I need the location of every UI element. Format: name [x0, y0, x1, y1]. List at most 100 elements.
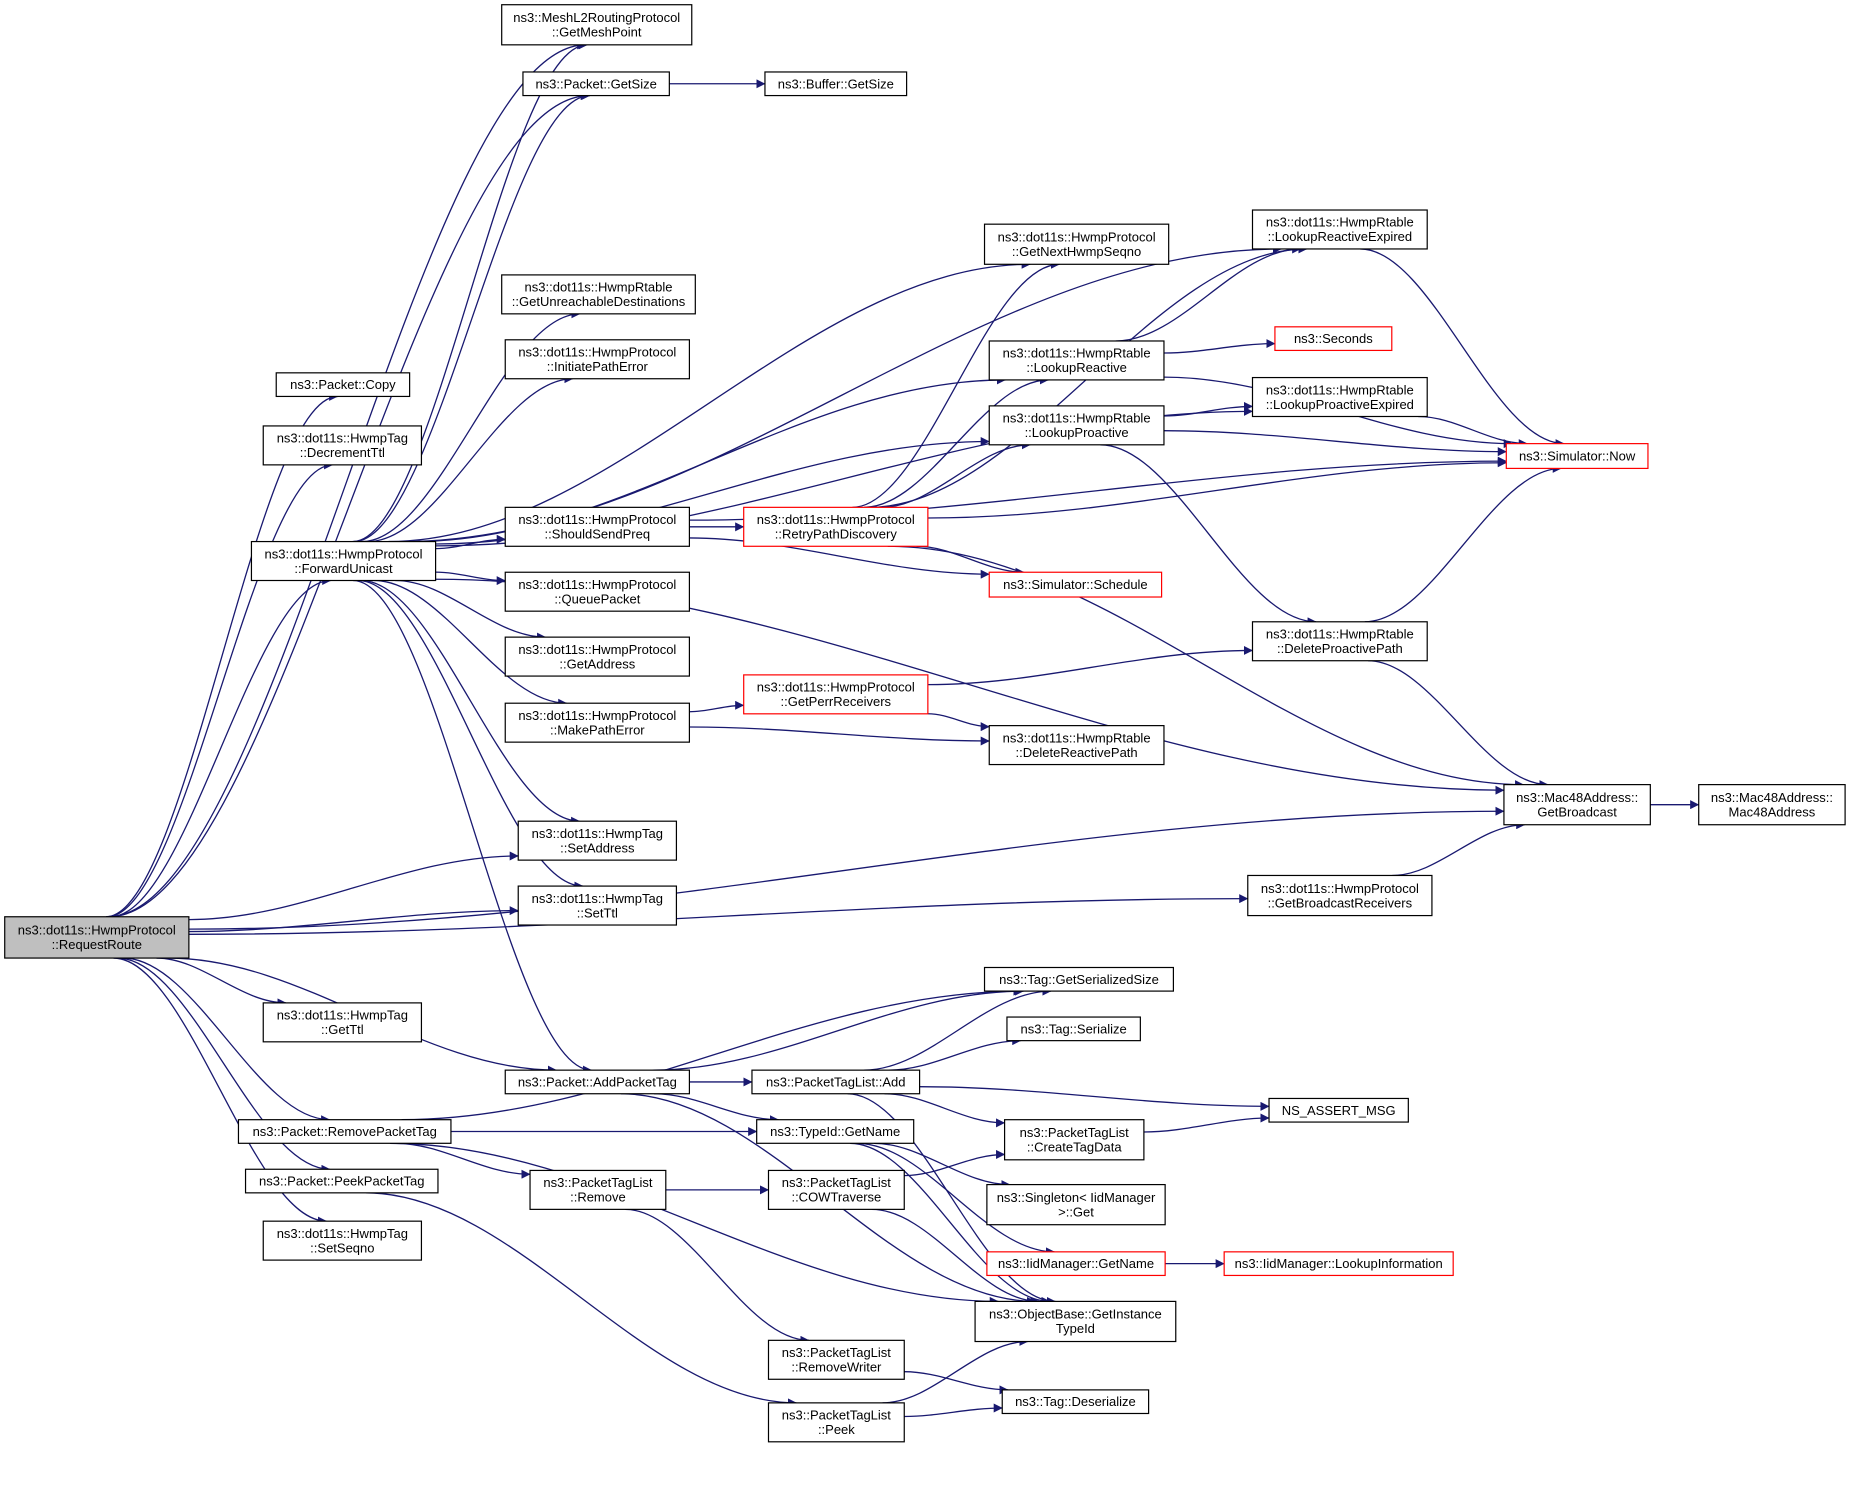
- edge-RemovePacketTag-to-TagGetSerializedSize: [401, 986, 1023, 1121]
- node-RemovePacketTag[interactable]: ns3::Packet::RemovePacketTag: [237, 1119, 452, 1144]
- node-box: [767, 1402, 905, 1443]
- node-SingletonGet[interactable]: ns3::Singleton< IidManager>::Get: [986, 1183, 1166, 1226]
- edge-TypeIdGetName-to-GetInstanceTypeId: [850, 1142, 1051, 1306]
- node-RemoveWriter[interactable]: ns3::PacketTagList::RemoveWriter: [767, 1339, 905, 1380]
- node-label: ns3::Packet::AddPacketTag: [518, 1074, 677, 1089]
- edge-MakePathError-to-DeleteReactivePath: [689, 726, 990, 746]
- node-label: ns3::dot11s::HwmpTag: [532, 826, 663, 841]
- edge-ForwardUnicast-to-SetTtl: [357, 579, 584, 891]
- node-QueuePacket[interactable]: ns3::dot11s::HwmpProtocol::QueuePacket: [504, 571, 691, 612]
- edge-COWTraverse-to-CreateTagData: [904, 1149, 1006, 1177]
- node-label: ::COWTraverse: [791, 1190, 881, 1205]
- node-label: ::LookupProactiveExpired: [1266, 397, 1414, 412]
- node-box: [1251, 376, 1428, 418]
- node-TagSerialize[interactable]: ns3::Tag::Serialize: [1006, 1016, 1141, 1042]
- node-label: ns3::PacketTagList::Add: [766, 1074, 905, 1089]
- node-label: ::Remove: [570, 1190, 626, 1205]
- node-ShouldSendPreq[interactable]: ns3::dot11s::HwmpProtocol::ShouldSendPre…: [504, 506, 691, 547]
- node-PacketTagListPeek[interactable]: ns3::PacketTagList::Peek: [767, 1402, 905, 1443]
- node-label: ns3::dot11s::HwmpProtocol: [518, 708, 676, 723]
- node-TypeIdGetName[interactable]: ns3::TypeId::GetName: [756, 1119, 915, 1144]
- node-PacketGetSize[interactable]: ns3::Packet::GetSize: [522, 71, 670, 97]
- node-label: ::DecrementTtl: [300, 445, 385, 460]
- edge-LookupProactive-to-LookupProactiveExpired: [1163, 401, 1253, 417]
- edge-RemoveWriter-to-TagDeserialize: [904, 1371, 1009, 1395]
- edge-GetBroadcastReceivers-to-GetBroadcast: [1392, 820, 1526, 877]
- node-SetAddress[interactable]: ns3::dot11s::HwmpTag::SetAddress: [517, 820, 678, 861]
- node-label: ns3::Tag::Deserialize: [1015, 1394, 1136, 1409]
- node-box: [504, 506, 691, 547]
- node-GetPerrReceivers[interactable]: ns3::dot11s::HwmpProtocol::GetPerrReceiv…: [743, 674, 929, 715]
- node-label: ns3::dot11s::HwmpRtable: [1266, 382, 1414, 397]
- node-SimulatorSchedule[interactable]: ns3::Simulator::Schedule: [988, 571, 1163, 598]
- node-LookupReactive[interactable]: ns3::dot11s::HwmpRtable::LookupReactive: [988, 340, 1165, 381]
- node-GetAddress[interactable]: ns3::dot11s::HwmpProtocol::GetAddress: [504, 636, 691, 677]
- node-label: ns3::Seconds: [1294, 331, 1373, 346]
- node-box: [262, 1220, 423, 1261]
- edge-LookupReactive-to-Seconds: [1163, 339, 1276, 354]
- node-LookupProactiveExpired[interactable]: ns3::dot11s::HwmpRtable::LookupProactive…: [1251, 376, 1428, 418]
- node-Seconds[interactable]: ns3::Seconds: [1274, 326, 1393, 352]
- node-IidManagerGetName[interactable]: ns3::IidManager::GetName: [986, 1251, 1166, 1277]
- edge-RequestRoute-to-SetTtl: [188, 906, 519, 933]
- node-Mac48Address[interactable]: ns3::Mac48Address::Mac48Address: [1698, 784, 1846, 826]
- node-RequestRoute[interactable]: ns3::dot11s::HwmpProtocol::RequestRoute: [4, 916, 190, 959]
- node-InitiatePathError[interactable]: ns3::dot11s::HwmpProtocol::InitiatePathE…: [504, 339, 691, 380]
- node-GetBroadcastReceivers[interactable]: ns3::dot11s::HwmpProtocol::GetBroadcastR…: [1247, 874, 1433, 917]
- edge-ForwardUnicast-to-GetAddress: [395, 579, 547, 642]
- node-DeleteProactivePath[interactable]: ns3::dot11s::HwmpRtable::DeleteProactive…: [1251, 621, 1428, 662]
- node-TagGetSerializedSize[interactable]: ns3::Tag::GetSerializedSize: [983, 966, 1175, 992]
- edge-RequestRoute-to-GetBroadcastReceivers: [188, 894, 1249, 935]
- node-label: ns3::dot11s::HwmpTag: [277, 1008, 408, 1023]
- node-BufferGetSize[interactable]: ns3::Buffer::GetSize: [764, 71, 908, 97]
- node-RetryPathDiscovery[interactable]: ns3::dot11s::HwmpProtocol::RetryPathDisc…: [743, 506, 929, 547]
- node-label: Mac48Address: [1729, 804, 1816, 819]
- node-GetTtl[interactable]: ns3::dot11s::HwmpTag::GetTtl: [262, 1002, 423, 1043]
- edge-ForwardUnicast-to-LookupReactive: [414, 375, 1006, 543]
- node-PacketTagListRemove[interactable]: ns3::PacketTagList::Remove: [529, 1169, 667, 1210]
- node-MakePathError[interactable]: ns3::dot11s::HwmpProtocol::MakePathError: [504, 702, 691, 743]
- node-SimulatorNow[interactable]: ns3::Simulator::Now: [1505, 443, 1649, 470]
- node-SetSeqno[interactable]: ns3::dot11s::HwmpTag::SetSeqno: [262, 1220, 423, 1261]
- edge-PacketTagListAdd-to-TagGetSerializedSize: [863, 986, 1052, 1071]
- node-PacketCopy[interactable]: ns3::Packet::Copy: [275, 372, 411, 398]
- node-GetBroadcast[interactable]: ns3::Mac48Address::GetBroadcast: [1503, 784, 1651, 826]
- edge-LookupProactive-to-SimulatorNow: [1163, 430, 1507, 457]
- node-label: ns3::dot11s::HwmpProtocol: [18, 923, 176, 938]
- node-label: ns3::TypeId::GetName: [770, 1124, 900, 1139]
- node-GetUnreachableDestinations[interactable]: ns3::dot11s::HwmpRtable::GetUnreachableD…: [501, 274, 696, 315]
- node-DeleteReactivePath[interactable]: ns3::dot11s::HwmpRtable::DeleteReactiveP…: [988, 725, 1165, 766]
- node-AddPacketTag[interactable]: ns3::Packet::AddPacketTag: [504, 1069, 691, 1095]
- edge-RequestRoute-to-PacketGetSize: [108, 91, 590, 918]
- node-label: ns3::dot11s::HwmpProtocol: [518, 642, 676, 657]
- edge-RemovePacketTag-to-PacketTagListRemove: [395, 1142, 531, 1179]
- node-box: [1223, 1251, 1454, 1277]
- node-SetTtl[interactable]: ns3::dot11s::HwmpTag::SetTtl: [517, 885, 678, 926]
- node-ForwardUnicast[interactable]: ns3::dot11s::HwmpProtocol::ForwardUnicas…: [250, 540, 437, 582]
- node-COWTraverse[interactable]: ns3::PacketTagList::COWTraverse: [767, 1169, 905, 1210]
- node-label: ns3::Packet::PeekPacketTag: [259, 1174, 424, 1189]
- node-box: [986, 1251, 1166, 1277]
- node-box: [767, 1169, 905, 1210]
- node-NS_ASSERT_MSG[interactable]: NS_ASSERT_MSG: [1268, 1097, 1409, 1123]
- node-GetNextHwmpSeqno[interactable]: ns3::dot11s::HwmpProtocol::GetNextHwmpSe…: [983, 223, 1170, 265]
- node-label: ::GetBroadcastReceivers: [1268, 895, 1413, 910]
- edge-LookupReactiveExpired-to-SimulatorNow: [1360, 248, 1565, 449]
- node-LookupProactive[interactable]: ns3::dot11s::HwmpRtable::LookupProactive: [988, 405, 1165, 446]
- node-CreateTagData[interactable]: ns3::PacketTagList::CreateTagData: [1003, 1119, 1145, 1161]
- edge-GetPerrReceivers-to-DeleteProactivePath: [927, 645, 1253, 686]
- node-DecrementTtl[interactable]: ns3::dot11s::HwmpTag::DecrementTtl: [262, 425, 423, 466]
- node-LookupInformation[interactable]: ns3::IidManager::LookupInformation: [1223, 1251, 1454, 1277]
- node-LookupReactiveExpired[interactable]: ns3::dot11s::HwmpRtable::LookupReactiveE…: [1251, 209, 1428, 250]
- node-label: ns3::MeshL2RoutingProtocol: [513, 10, 680, 25]
- node-GetMeshPoint[interactable]: ns3::MeshL2RoutingProtocol::GetMeshPoint: [501, 4, 693, 46]
- node-label: ::GetTtl: [321, 1022, 364, 1037]
- node-box: [237, 1119, 452, 1144]
- node-PacketTagListAdd[interactable]: ns3::PacketTagList::Add: [751, 1069, 921, 1095]
- node-label: ns3::Simulator::Schedule: [1003, 577, 1148, 592]
- edge-ForwardUnicast-to-QueuePacket: [435, 571, 506, 586]
- node-box: [262, 425, 423, 466]
- node-TagDeserialize[interactable]: ns3::Tag::Deserialize: [1001, 1389, 1150, 1415]
- node-PeekPacketTag[interactable]: ns3::Packet::PeekPacketTag: [244, 1168, 439, 1194]
